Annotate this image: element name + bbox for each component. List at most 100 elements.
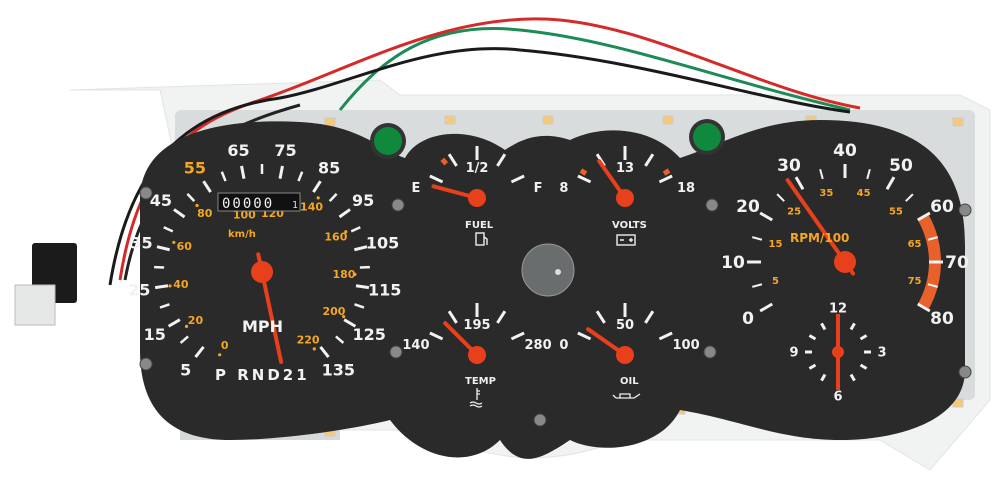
speedometer-major-tick	[156, 245, 170, 252]
screw	[391, 198, 405, 212]
speedometer-mph-label: 35	[130, 234, 152, 253]
temp-needle-hub	[468, 346, 486, 364]
tachometer-minor-tick	[752, 283, 763, 288]
fuel-max-label: F	[534, 181, 543, 196]
tachometer-minor-tick	[819, 169, 824, 180]
oil-tick	[595, 310, 606, 324]
speedometer-mph-label: 115	[368, 281, 401, 300]
tachometer-major-label: 80	[930, 309, 954, 329]
tachometer-minor-label: 5	[772, 276, 779, 287]
tachometer-major-tick	[885, 176, 896, 191]
speedometer-kmh-label: 160	[324, 230, 347, 243]
speedometer-kmh-label: 220	[297, 334, 320, 347]
tachometer-major-tick	[759, 302, 774, 313]
tachometer-minor-tick	[776, 193, 785, 202]
volts-low-mark	[579, 168, 588, 176]
speedometer-mph-label: 85	[318, 158, 340, 177]
temp-tick	[496, 310, 507, 324]
speedometer-major-tick	[173, 208, 186, 219]
clock-tick	[849, 322, 856, 331]
screw	[139, 357, 153, 371]
tachometer-unit: RPM/100	[790, 231, 849, 245]
kmh-dot	[218, 353, 222, 357]
temp-label: TEMP	[465, 376, 496, 387]
trip-reset-button-right[interactable]	[689, 119, 725, 155]
oil-label: OIL	[620, 376, 639, 387]
kmh-dot	[195, 203, 199, 208]
kmh-dot	[168, 284, 172, 288]
kmh-dot	[312, 347, 316, 351]
clock-label-3: 3	[877, 346, 886, 361]
tachometer-major-tick	[916, 302, 931, 313]
speedometer-mph-label: 25	[128, 281, 150, 300]
fuel-low-mark	[440, 157, 449, 166]
volts-mid-label: 13	[616, 161, 634, 176]
smd-led	[542, 115, 554, 125]
screw	[958, 365, 972, 379]
volts-tick	[577, 174, 592, 184]
tachometer-minor-tick	[927, 236, 938, 241]
screw	[705, 198, 719, 212]
speedometer-minor-tick	[335, 335, 345, 344]
tachometer-needle-hub	[834, 251, 856, 273]
speedometer-kmh-label: 100	[233, 209, 256, 222]
kmh-dot	[353, 272, 357, 276]
speedometer-minor-tick	[354, 303, 365, 309]
speedometer-mph-label: 95	[352, 191, 374, 210]
clock-tick	[859, 334, 868, 341]
coolant-temperature-icon	[469, 388, 483, 408]
speedometer-major-tick	[278, 165, 284, 180]
volts-min-label: 8	[559, 181, 568, 196]
volts-tick	[658, 174, 673, 184]
speedometer-major-tick	[354, 245, 368, 252]
tachometer-minor-label: 35	[819, 188, 833, 199]
tachometer-major-tick	[794, 176, 805, 191]
clock-hub	[832, 346, 844, 358]
trip-reset-button-left[interactable]	[370, 123, 406, 159]
fuel-label: FUEL	[465, 220, 494, 231]
kmh-dot	[316, 196, 320, 200]
tachometer-minor-tick	[927, 283, 938, 288]
odometer-tenths: 1	[292, 200, 298, 211]
tachometer-major-label: 10	[721, 253, 745, 273]
speedometer-mph-label: 45	[150, 191, 172, 210]
volts-needle-hub	[616, 189, 634, 207]
speedometer-kmh-label: 20	[188, 314, 204, 327]
speedometer-kmh-label: 200	[322, 305, 345, 318]
clock-tick	[808, 334, 817, 341]
oil-min-label: 0	[559, 338, 568, 353]
speedometer-mph-label: 75	[274, 141, 296, 160]
tachometer-minor-tick	[866, 169, 871, 180]
speedometer-major-tick	[338, 208, 351, 219]
oil-tick	[577, 331, 592, 341]
clock-tick	[859, 363, 868, 370]
speedometer-major-tick	[154, 284, 169, 290]
fuel-tick	[447, 153, 458, 167]
clock-tick	[849, 373, 856, 382]
smd-led	[444, 115, 456, 125]
oil-tick	[644, 310, 655, 324]
speedometer-mph-label: 105	[366, 234, 399, 253]
clock-tick	[820, 322, 827, 331]
speedometer-major-tick	[319, 345, 330, 359]
fuel-min-label: E	[411, 181, 420, 196]
speedometer-kmh-label: 60	[177, 240, 193, 253]
tachometer-major-label: 40	[833, 141, 857, 161]
speedometer-major-tick	[312, 180, 322, 193]
speedometer-mph-label: 15	[144, 325, 166, 344]
volts-high-mark	[662, 168, 671, 176]
volts-label: VOLTS	[612, 220, 647, 231]
speedometer-mph-label: 5	[180, 360, 191, 379]
speedometer-minor-tick	[328, 193, 338, 203]
temp-max-label: 280	[524, 338, 551, 353]
tachometer-minor-label: 75	[908, 276, 922, 287]
smd-led	[324, 117, 336, 127]
temp-tick	[429, 331, 444, 341]
fuel-tick	[510, 174, 525, 184]
speedometer-major-tick	[167, 318, 181, 328]
fuel-needle-hub	[468, 189, 486, 207]
kmh-dot	[172, 240, 176, 245]
tachometer-minor-tick	[752, 236, 763, 241]
speedometer-mph-label: 55	[184, 158, 206, 177]
